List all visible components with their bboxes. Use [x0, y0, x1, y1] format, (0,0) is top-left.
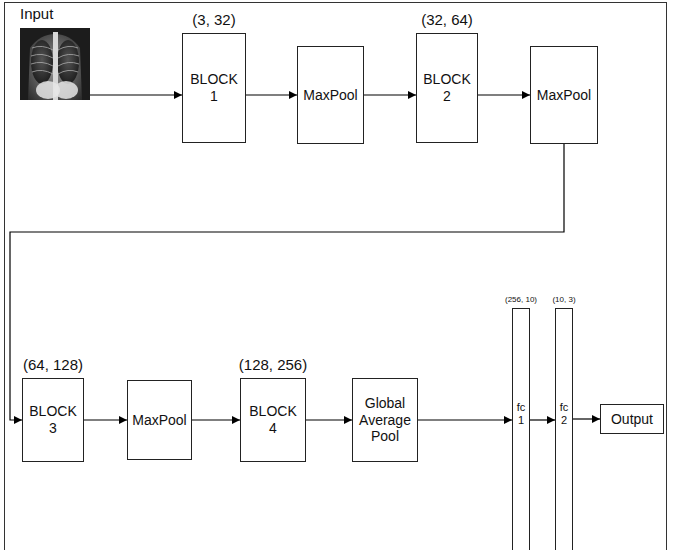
flow-arrow	[364, 94, 416, 95]
layer-dims: (64, 128)	[23, 357, 83, 374]
box-label: MaxPool	[132, 412, 186, 429]
box-label: Global Average Pool	[356, 395, 414, 445]
flow-arrow	[90, 94, 182, 95]
flow-arrow	[418, 419, 512, 420]
flow-arrow	[192, 419, 240, 420]
box-label: BLOCK 1	[189, 71, 239, 105]
box-label: MaxPool	[537, 87, 591, 104]
pool-box: Global Average Pool	[352, 378, 418, 462]
input-image: Input	[20, 28, 90, 100]
box-label: MaxPool	[303, 87, 357, 104]
fc-bar: (10, 3)fc 2	[555, 308, 573, 550]
flow-arrow	[84, 419, 127, 420]
box-label: BLOCK 4	[248, 403, 298, 437]
layer-dims: (256, 10)	[505, 296, 537, 305]
xray-image	[20, 28, 90, 100]
layer-dims: (128, 256)	[239, 357, 307, 374]
layer-dims: (10, 3)	[552, 296, 575, 305]
layer-dims: Input	[20, 6, 53, 23]
block-box: (3, 32)BLOCK 1	[182, 33, 246, 143]
layer-dims: (3, 32)	[192, 12, 235, 29]
box-label: fc 2	[556, 401, 572, 427]
box-label: BLOCK 2	[422, 71, 472, 105]
layer-dims: (32, 64)	[421, 12, 473, 29]
flow-arrow	[530, 419, 555, 420]
flow-arrow	[573, 418, 600, 419]
output-box: Output	[600, 404, 664, 434]
flow-arrow	[246, 94, 297, 95]
maxpool-box: MaxPool	[297, 46, 364, 144]
fc-bar: (256, 10)fc 1	[512, 308, 530, 550]
flow-arrow	[306, 419, 352, 420]
maxpool-box: MaxPool	[127, 380, 192, 460]
block-box: (64, 128)BLOCK 3	[22, 378, 84, 462]
block-box: (128, 256)BLOCK 4	[240, 378, 306, 462]
flow-arrow	[478, 94, 530, 95]
box-label: BLOCK 3	[28, 403, 78, 437]
box-label: fc 1	[513, 401, 529, 427]
maxpool-box: MaxPool	[530, 46, 598, 144]
block-box: (32, 64)BLOCK 2	[416, 33, 478, 143]
box-label: Output	[611, 411, 653, 428]
